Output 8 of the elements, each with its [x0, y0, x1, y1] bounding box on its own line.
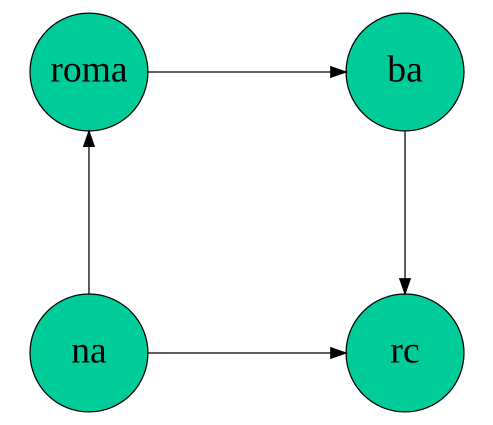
node-circle: ba	[344, 12, 464, 132]
arrow	[148, 66, 348, 78]
arrow	[148, 346, 348, 360]
arrow	[398, 131, 411, 296]
node-circle: roma	[28, 12, 148, 132]
node-circle: na	[28, 293, 148, 413]
arrow	[82, 129, 95, 294]
node-circle: rc	[344, 293, 464, 413]
